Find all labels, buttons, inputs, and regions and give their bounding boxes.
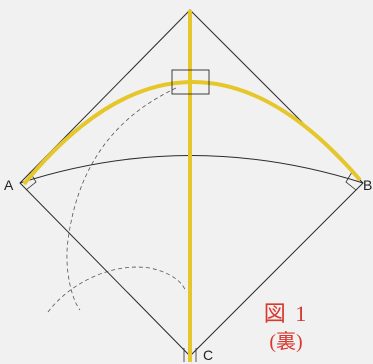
dashed-guide-lower	[47, 266, 187, 313]
corner-mark-b	[345, 171, 357, 191]
point-label-a: A	[4, 177, 14, 193]
point-label-b: B	[363, 177, 372, 193]
curved-crease	[22, 80, 362, 186]
figure-side-note: (裏)	[269, 330, 303, 353]
dashed-guide-upper	[66, 87, 177, 311]
corner-mark-c	[183, 348, 197, 362]
detail-box	[171, 69, 210, 95]
figure-number: 図 1	[263, 301, 309, 326]
figure-caption: 図 1 (裏)	[256, 300, 316, 355]
point-label-c: C	[203, 347, 213, 363]
